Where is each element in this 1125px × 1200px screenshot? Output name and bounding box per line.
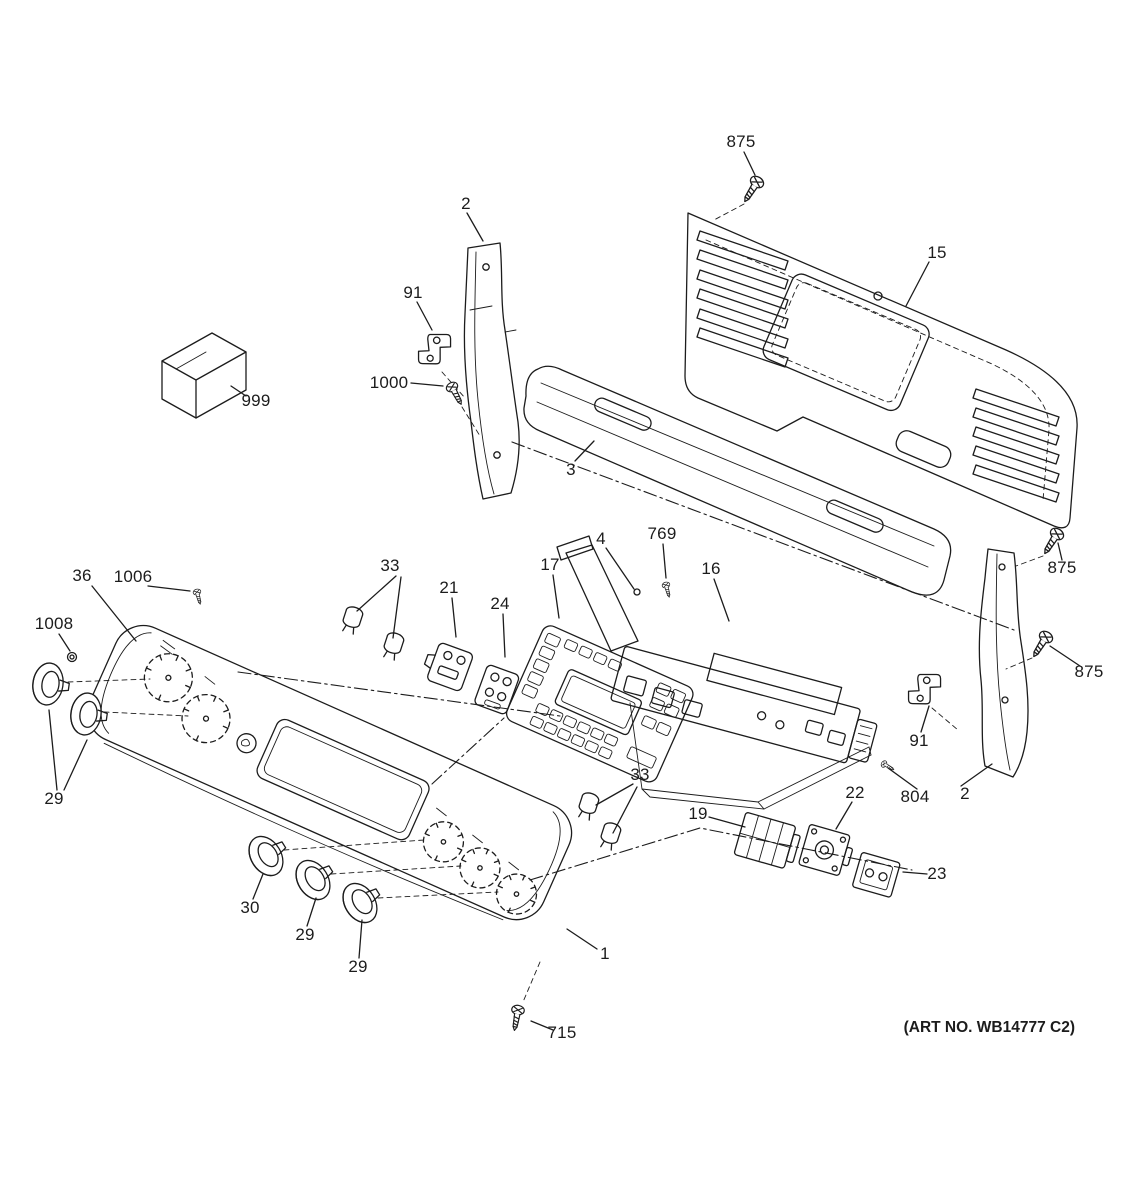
part-label-29-19: 29: [44, 789, 64, 808]
part-knob-30: [241, 826, 296, 883]
part-screw-875-top: [738, 173, 767, 206]
part-label-23-26: 23: [927, 864, 947, 883]
part-screw-875-right-1: [1038, 525, 1067, 558]
part-trim-3: [511, 365, 1015, 631]
art-number: (ART NO. WB14777 C2): [903, 1019, 1075, 1036]
part-label-91-20: 91: [909, 731, 929, 750]
part-label-91-3: 91: [403, 283, 423, 302]
part-switch-24: [474, 664, 520, 715]
part-label-17-9: 17: [540, 555, 560, 574]
part-control-board-16: [610, 646, 897, 810]
part-label-1-30: 1: [600, 944, 610, 963]
part-screw-1000: [444, 379, 467, 408]
part-screw-715: [507, 1003, 526, 1033]
part-screw-1006: [192, 587, 205, 606]
part-label-16-10: 16: [701, 559, 721, 578]
part-box-999: [161, 332, 247, 419]
part-label-33-23: 33: [630, 765, 650, 784]
part-switch-21: [423, 642, 474, 692]
part-label-1000-4: 1000: [369, 373, 409, 392]
part-screw-804: [879, 759, 897, 774]
part-label-875-18: 875: [1074, 662, 1104, 681]
part-knob-29-left-a: [29, 660, 73, 709]
part-label-999-5: 999: [241, 391, 271, 410]
part-screw-769: [661, 580, 674, 599]
part-label-36-11: 36: [72, 566, 92, 585]
part-bracket-2-left: [463, 242, 520, 500]
part-label-29-28: 29: [295, 925, 315, 944]
part-label-875-0: 875: [726, 132, 756, 151]
part-label-19-24: 19: [688, 804, 708, 823]
part-label-769-8: 769: [647, 524, 677, 543]
part-ribbon-cable-4: [556, 535, 641, 652]
part-label-22-25: 22: [845, 783, 865, 802]
part-label-3-6: 3: [566, 460, 576, 479]
part-label-15-2: 15: [927, 243, 947, 262]
part-label-29-29: 29: [348, 957, 368, 976]
leader-lines: [48, 151, 1081, 1031]
part-label-1006-12: 1006: [113, 567, 153, 586]
part-grommet-1008: [66, 651, 78, 663]
part-clip-33-a: [339, 604, 365, 636]
part-clip-33-d: [597, 820, 623, 852]
part-label-24-15: 24: [490, 594, 510, 613]
part-clip-91-left: [415, 328, 454, 371]
part-label-715-31: 715: [547, 1023, 577, 1042]
part-label-1008-16: 1008: [34, 614, 74, 633]
part-keypad-17: [505, 625, 694, 783]
part-knob-29-left-b: [67, 690, 111, 739]
part-label-2-22: 2: [960, 784, 970, 803]
part-clip-91-right: [905, 668, 944, 711]
part-clip-33-c: [575, 790, 601, 822]
part-screw-875-right-2: [1027, 628, 1056, 661]
part-rear-panel-15: [684, 212, 1078, 529]
part-label-21-14: 21: [439, 578, 459, 597]
part-label-30-27: 30: [240, 898, 260, 917]
part-switch-23: [852, 852, 901, 898]
part-label-33-13: 33: [380, 556, 400, 575]
part-control-panel-1: [87, 624, 573, 922]
part-switch-22: [798, 824, 854, 876]
part-label-875-17: 875: [1047, 558, 1077, 577]
part-label-2-1: 2: [461, 194, 471, 213]
part-label-4-7: 4: [596, 529, 606, 548]
part-label-804-21: 804: [900, 787, 930, 806]
part-bracket-2-right: [978, 548, 1029, 778]
